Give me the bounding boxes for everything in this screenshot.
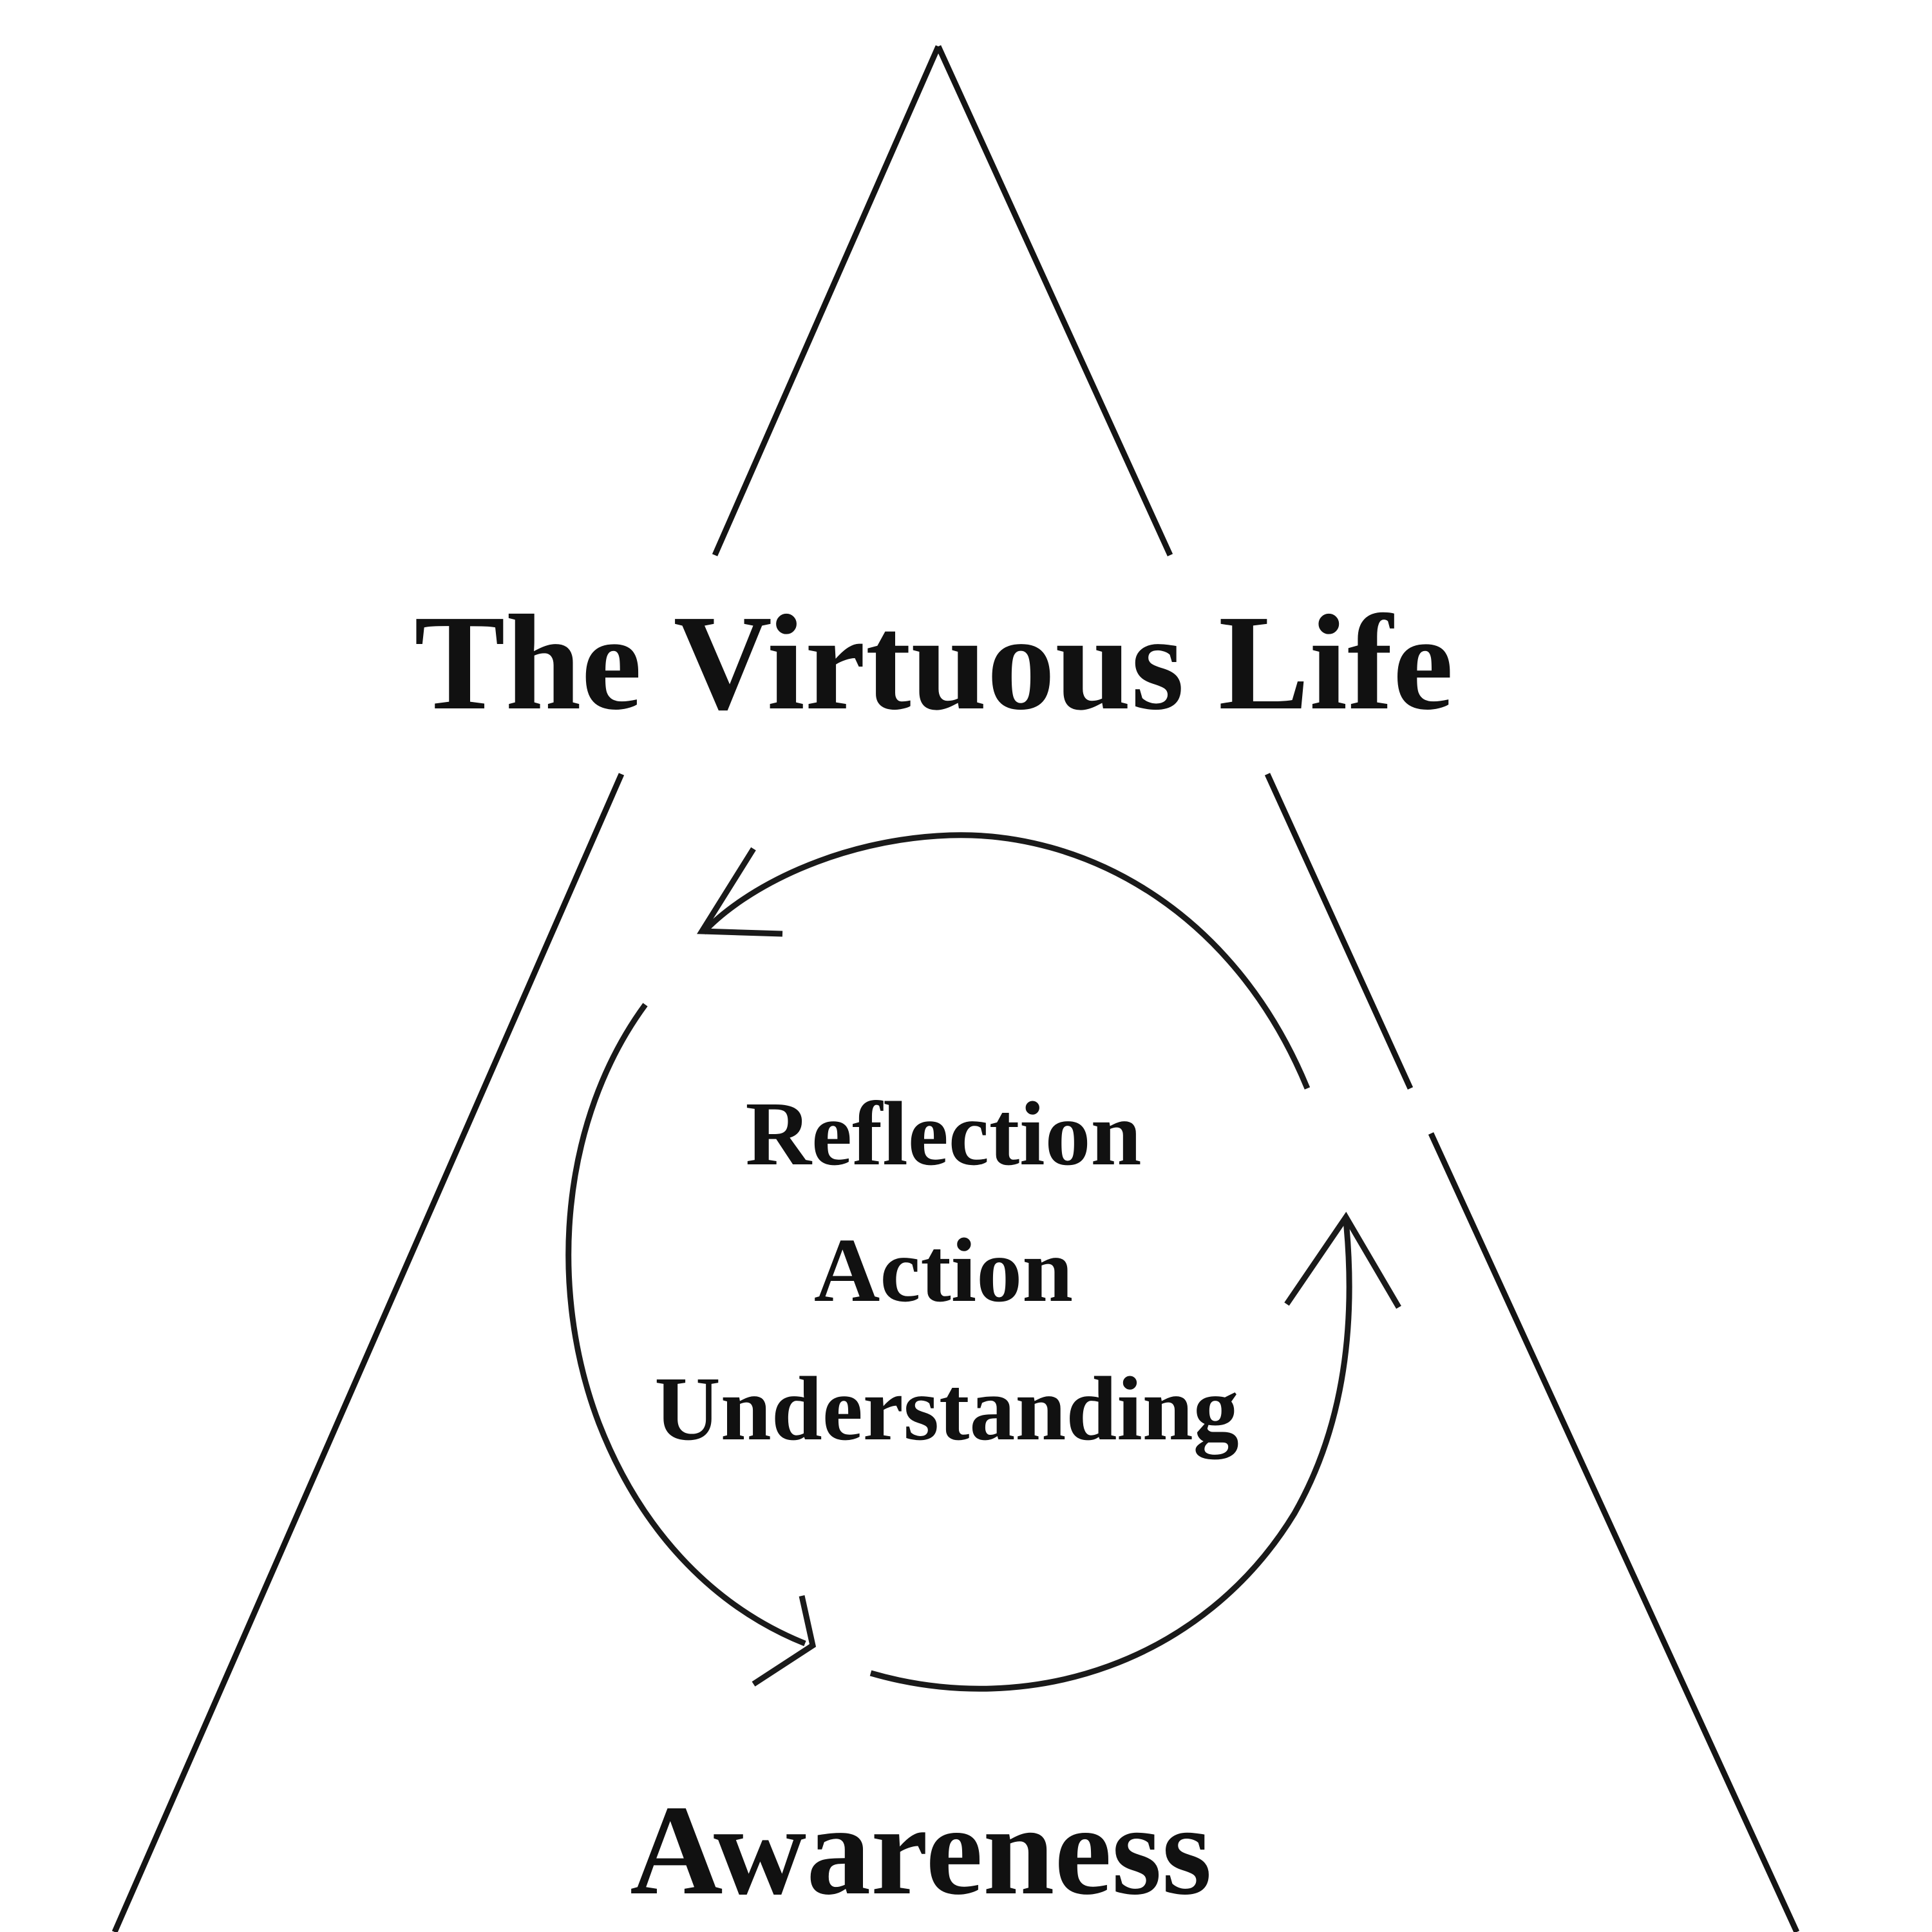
arrow-head-top-left bbox=[697, 847, 783, 937]
cycle-label-understanding: Understanding bbox=[654, 1358, 1238, 1459]
base-label: Awareness bbox=[630, 1779, 1212, 1922]
cycle-arc-top bbox=[701, 832, 1311, 1090]
triangle-upper-right-edge bbox=[935, 45, 1173, 556]
triangle-lower-left-edge bbox=[111, 773, 625, 1932]
arrow-head-right bbox=[1284, 1211, 1401, 1309]
triangle-lower-right-edge bbox=[1428, 1132, 1800, 1932]
arrow-head-bottom bbox=[752, 1595, 817, 1687]
cycle-arc-bottom-right bbox=[869, 1220, 1352, 1692]
cycle-arc-left bbox=[565, 1003, 806, 1647]
apex-label: The Virtuous Life bbox=[414, 587, 1454, 738]
cycle-label-action: Action bbox=[814, 1219, 1073, 1321]
cycle-label-reflection: Reflection bbox=[745, 1083, 1141, 1184]
triangle-upper-left-edge bbox=[712, 45, 942, 556]
triangle-right-mid-edge bbox=[1264, 773, 1414, 1090]
